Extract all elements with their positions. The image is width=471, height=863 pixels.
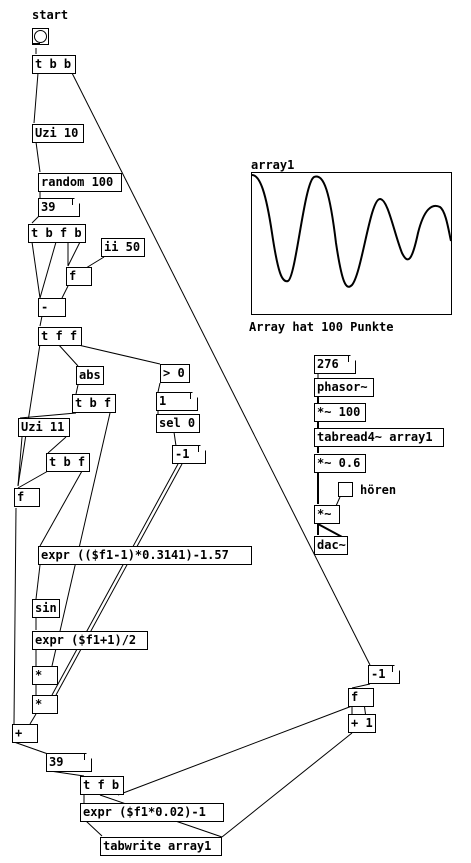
message-box[interactable]: 1	[156, 392, 198, 411]
float-object[interactable]: f	[348, 688, 374, 707]
trigger-object[interactable]: t b f	[72, 394, 116, 413]
multiply-object[interactable]: *	[32, 666, 58, 685]
expr-object[interactable]: expr (($f1-1)*0.3141)-1.57	[38, 546, 252, 565]
random-object[interactable]: random 100	[38, 173, 122, 192]
plus-object[interactable]: + 1	[348, 714, 376, 733]
dac-object[interactable]: dac~	[314, 536, 348, 555]
number-box[interactable]: 39	[38, 198, 80, 217]
trigger-object[interactable]: t f f	[38, 327, 82, 346]
number-box[interactable]: -1	[368, 665, 400, 684]
signal-multiply-object[interactable]: *~ 100	[314, 403, 366, 422]
tabwrite-object[interactable]: tabwrite array1	[100, 837, 222, 856]
array-caption: Array hat 100 Punkte	[249, 320, 394, 334]
abs-object[interactable]: abs	[76, 366, 104, 385]
multiply-object[interactable]: *	[32, 695, 58, 714]
trigger-object[interactable]: t b f b	[28, 224, 86, 243]
number-box[interactable]: 39	[46, 753, 92, 772]
array-graph[interactable]	[251, 172, 452, 315]
start-label: start	[32, 8, 69, 22]
bang-icon[interactable]	[32, 28, 49, 45]
expr-object[interactable]: expr ($f1*0.02)-1	[80, 803, 224, 822]
minus-object[interactable]: -	[38, 298, 66, 317]
trigger-object[interactable]: t b f	[46, 453, 90, 472]
hoeren-label: hören	[360, 483, 397, 497]
select-object[interactable]: sel 0	[156, 414, 200, 433]
signal-multiply-object[interactable]: *~	[314, 505, 340, 524]
plus-object[interactable]: +	[12, 724, 38, 743]
ii-object[interactable]: ii 50	[101, 238, 145, 257]
phasor-object[interactable]: phasor~	[314, 378, 374, 397]
expr-object[interactable]: expr ($f1+1)/2	[32, 631, 148, 650]
tabread4-object[interactable]: tabread4~ array1	[314, 428, 444, 447]
trigger-object[interactable]: t f b	[80, 776, 124, 795]
greater-than-object[interactable]: > 0	[160, 364, 190, 383]
signal-multiply-object[interactable]: *~ 0.6	[314, 454, 366, 473]
toggle-icon[interactable]	[338, 482, 353, 497]
trigger-object[interactable]: t b b	[32, 55, 76, 74]
float-object[interactable]: f	[14, 488, 40, 507]
number-box[interactable]: -1	[172, 445, 206, 464]
uzi-object[interactable]: Uzi 10	[32, 124, 84, 143]
number-box[interactable]: 276	[314, 355, 356, 374]
uzi-object[interactable]: Uzi 11	[18, 418, 70, 437]
sin-object[interactable]: sin	[32, 599, 60, 618]
array-name: array1	[251, 158, 295, 172]
array-waveform	[251, 174, 452, 288]
float-object[interactable]: f	[66, 267, 92, 286]
